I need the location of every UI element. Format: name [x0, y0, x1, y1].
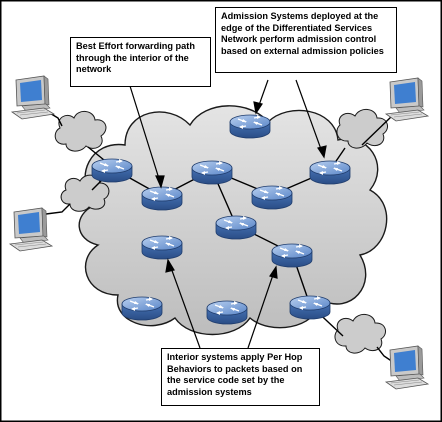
computer-icon	[9, 207, 53, 252]
admission-callout: Admission Systems deployed at the edge o…	[215, 7, 397, 73]
router-icon	[229, 114, 271, 139]
best-effort-callout: Best Effort forwarding path through the …	[70, 37, 211, 87]
router-icon	[191, 160, 233, 185]
interior-callout: Interior systems apply Per Hop Behaviors…	[161, 348, 320, 406]
router-icon	[309, 160, 351, 185]
computer-icon	[385, 345, 429, 390]
small-cloud-icon	[54, 111, 107, 152]
callout-arrows	[129, 79, 327, 349]
small-cloud-icon	[334, 314, 387, 354]
router-icon	[289, 295, 331, 320]
router-icon	[271, 243, 313, 268]
router-icon	[215, 215, 257, 240]
computer-icon	[385, 77, 429, 122]
router-icon	[206, 300, 248, 325]
router-icon	[121, 296, 163, 321]
router-icon	[251, 185, 293, 210]
computer-icon	[11, 75, 55, 120]
router-icon	[141, 186, 183, 211]
router-icon	[91, 158, 133, 183]
small-cloud-icon	[336, 109, 389, 149]
router-icon	[141, 235, 183, 260]
